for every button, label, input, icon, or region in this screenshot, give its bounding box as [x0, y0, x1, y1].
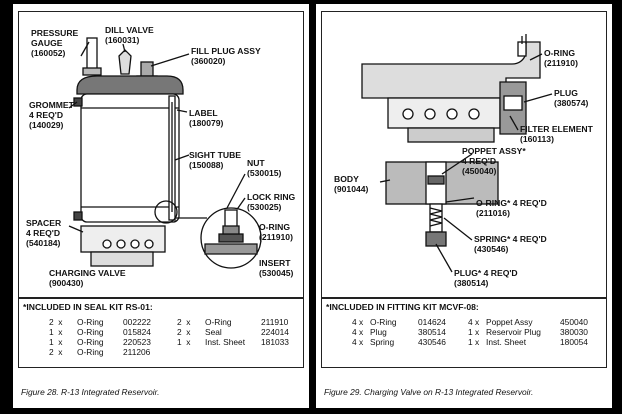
label-label: LABEL (180079): [189, 108, 224, 128]
label-spacer: SPACER 4 REQ'D (540184): [26, 218, 62, 248]
kit-part-name: Spring: [370, 337, 395, 347]
kit-qty: 1 x: [49, 327, 63, 337]
label-dill-valve: DILL VALVE (160031): [105, 25, 154, 45]
kit-part-number: 450040: [560, 317, 588, 327]
label-poppet-assy: POPPET ASSY* 4 REQ'D (450040): [462, 146, 526, 176]
kit-qty: 4 x: [352, 317, 364, 327]
kit-part-number: 380030: [560, 327, 588, 337]
kit-part-number: 430546: [418, 337, 446, 347]
figure-28-caption: Figure 28. R-13 Integrated Reservoir.: [21, 387, 160, 397]
label-grommet: GROMMET 4 REQ'D (140029): [29, 100, 74, 130]
seal-kit-title: *INCLUDED IN SEAL KIT RS-01:: [23, 302, 153, 312]
kit-part-name: Inst. Sheet: [205, 337, 246, 347]
kit-part-number: 181033: [261, 337, 289, 347]
kit-part-number: 211206: [123, 347, 151, 357]
kit-part-name: Seal: [205, 327, 222, 337]
kit-part-name: Poppet Assy: [486, 317, 533, 327]
figure-29-frame: O-RING (211910) PLUG (380574) FILTER ELE…: [321, 11, 607, 298]
label-charging-valve: CHARGING VALVE (900430): [49, 268, 126, 288]
kit-qty: 4 x: [352, 337, 364, 347]
label-lock-ring: LOCK RING (530025): [247, 192, 296, 212]
kit-qty: 2 x: [177, 317, 191, 327]
fitting-kit-table: *INCLUDED IN FITTING KIT MCVF-08: 4 x O-…: [321, 298, 607, 368]
kit-qty: 4 x: [468, 317, 480, 327]
reservoir-drawing: [68, 37, 262, 269]
kit-qty: 1 x: [468, 327, 480, 337]
label-insert: INSERT (530045): [259, 258, 294, 278]
kit-part-name: O-Ring: [77, 347, 104, 357]
kit-qty: 2 x: [49, 347, 63, 357]
figure-29-caption: Figure 29. Charging Valve on R-13 Integr…: [324, 387, 534, 397]
label-o-ring-top: O-RING (211910): [544, 48, 578, 68]
label-filter-element: FILTER ELEMENT (160113): [520, 124, 593, 144]
kit-part-name: O-Ring: [77, 337, 104, 347]
charging-valve-drawing: [361, 34, 553, 273]
kit-part-name: O-Ring: [370, 317, 397, 327]
kit-qty: 1 x: [177, 337, 191, 347]
kit-part-number: 220523: [123, 337, 151, 347]
kit-qty: 2 x: [177, 327, 191, 337]
seal-kit-table: *INCLUDED IN SEAL KIT RS-01: 2 x O-Ring …: [18, 298, 304, 368]
label-plug: PLUG (380574): [554, 88, 589, 108]
kit-part-name: O-Ring: [77, 317, 104, 327]
label-fill-plug-assy: FILL PLUG ASSY (360020): [191, 46, 261, 66]
kit-qty: 1 x: [49, 337, 63, 347]
label-body: BODY (901044): [334, 174, 369, 194]
figure-28-panel: PRESSURE GAUGE (160052) DILL VALVE (1600…: [13, 4, 309, 408]
label-plug-req: PLUG* 4 REQ'D (380514): [454, 268, 518, 288]
figure-28-frame: PRESSURE GAUGE (160052) DILL VALVE (1600…: [18, 11, 304, 298]
fitting-kit-title: *INCLUDED IN FITTING KIT MCVF-08:: [326, 302, 479, 312]
kit-part-number: 380514: [418, 327, 446, 337]
kit-part-number: 211910: [261, 317, 289, 327]
kit-part-number: 224014: [261, 327, 289, 337]
kit-part-name: Plug: [370, 327, 387, 337]
label-pressure-gauge: PRESSURE GAUGE (160052): [31, 28, 79, 58]
kit-part-name: Reservoir Plug: [486, 327, 541, 337]
label-sight-tube: SIGHT TUBE (150088): [189, 150, 242, 170]
kit-part-number: 015824: [123, 327, 151, 337]
kit-part-name: O-Ring: [205, 317, 232, 327]
label-nut: NUT (530015): [247, 158, 282, 178]
kit-qty: 1 x: [468, 337, 480, 347]
kit-qty: 2 x: [49, 317, 63, 327]
kit-part-number: 002222: [123, 317, 151, 327]
label-spring-req: SPRING* 4 REQ'D (430546): [474, 234, 547, 254]
kit-part-name: Inst. Sheet: [486, 337, 527, 347]
label-o-ring-req: O-RING* 4 REQ'D (211016): [476, 198, 547, 218]
kit-qty: 4 x: [352, 327, 364, 337]
kit-part-number: 014624: [418, 317, 446, 327]
kit-part-number: 180054: [560, 337, 588, 347]
figure-29-panel: O-RING (211910) PLUG (380574) FILTER ELE…: [316, 4, 612, 408]
kit-part-name: O-Ring: [77, 327, 104, 337]
label-o-ring: O-RING (211910): [259, 222, 293, 242]
